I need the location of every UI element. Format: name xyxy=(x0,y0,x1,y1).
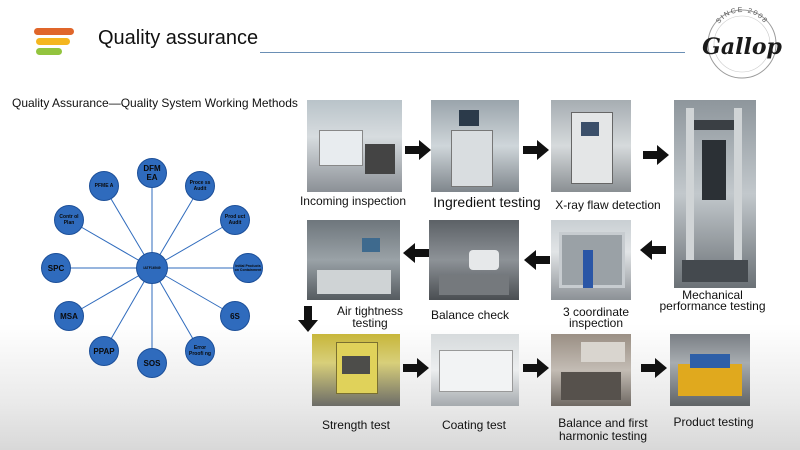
section-logo-bars xyxy=(34,28,74,58)
caption-mechanical-testing: Mechanical performance testing xyxy=(659,288,766,313)
photo-product-testing xyxy=(670,334,750,406)
photo-incoming-inspection xyxy=(307,100,402,192)
photo-balance-harmonic xyxy=(551,334,631,406)
center-node-iatf: IATF16949 xyxy=(136,252,168,284)
caption-coating-test: Coating test xyxy=(441,418,507,432)
node-control-plan: Contr ol Plan xyxy=(54,205,84,235)
caption-strength-test: Strength test xyxy=(321,418,391,432)
node-process-audit: Proce ss Audit xyxy=(185,171,215,201)
arrow-right-icon xyxy=(405,140,431,160)
arrow-left-icon xyxy=(524,250,550,270)
caption-3-coordinate: 3 coordinate inspection xyxy=(562,305,630,330)
arrow-right-icon xyxy=(523,140,549,160)
title-divider xyxy=(260,52,685,53)
caption-ingredient-testing: Ingredient testing xyxy=(433,194,541,210)
node-ppap: PPAP xyxy=(89,336,119,366)
page-title: Quality assurance xyxy=(98,27,259,49)
photo-strength-test xyxy=(312,334,400,406)
arrow-right-icon xyxy=(403,358,429,378)
node-dfmea: DFM EA xyxy=(137,158,167,188)
node-error-proofing: Error Proofi ng xyxy=(185,336,215,366)
arrow-right-icon xyxy=(643,145,669,165)
gallop-logo: SINCE 2008 Gallop xyxy=(692,4,792,84)
brand-name-text: Gallop xyxy=(702,34,782,60)
orange-bar xyxy=(34,28,74,35)
photo-balance-check xyxy=(429,220,519,300)
arrow-left-icon xyxy=(640,240,666,260)
node-spc: SPC xyxy=(41,253,71,283)
photo-xray-flaw-detection xyxy=(551,100,631,192)
node-pfmea: PFME A xyxy=(89,171,119,201)
node-6s: 6S xyxy=(220,301,250,331)
green-bar xyxy=(36,48,62,55)
caption-balance-harmonic: Balance and first harmonic testing xyxy=(558,416,648,443)
arrow-right-icon xyxy=(641,358,667,378)
yellow-bar xyxy=(36,38,70,45)
node-msa: MSA xyxy=(54,301,84,331)
caption-balance-check: Balance check xyxy=(430,308,510,322)
caption-xray-flaw-detection: X-ray flaw detection xyxy=(555,198,661,212)
photo-air-tightness xyxy=(307,220,400,300)
quality-system-diagram: IATF16949 DFM EA Proce ss Audit Prod uct… xyxy=(0,140,310,385)
subtitle-text: Quality Assurance—Quality System Working… xyxy=(12,96,298,110)
caption-air-tightness: Air tightness testing xyxy=(336,304,404,330)
arrow-right-icon xyxy=(523,358,549,378)
caption-product-testing: Product testing xyxy=(673,415,754,429)
node-sos: SOS xyxy=(137,348,167,378)
arrow-down-icon xyxy=(298,306,318,332)
node-initial-products: Initial Products on Containment xyxy=(233,253,263,283)
node-product-audit: Prod uct Audit xyxy=(220,205,250,235)
arrow-left-icon xyxy=(403,243,429,263)
photo-coating-test xyxy=(431,334,519,406)
photo-3-coordinate xyxy=(551,220,631,300)
caption-incoming-inspection: Incoming inspection xyxy=(299,194,407,208)
photo-ingredient-testing xyxy=(431,100,519,192)
photo-mechanical-testing xyxy=(674,100,756,288)
